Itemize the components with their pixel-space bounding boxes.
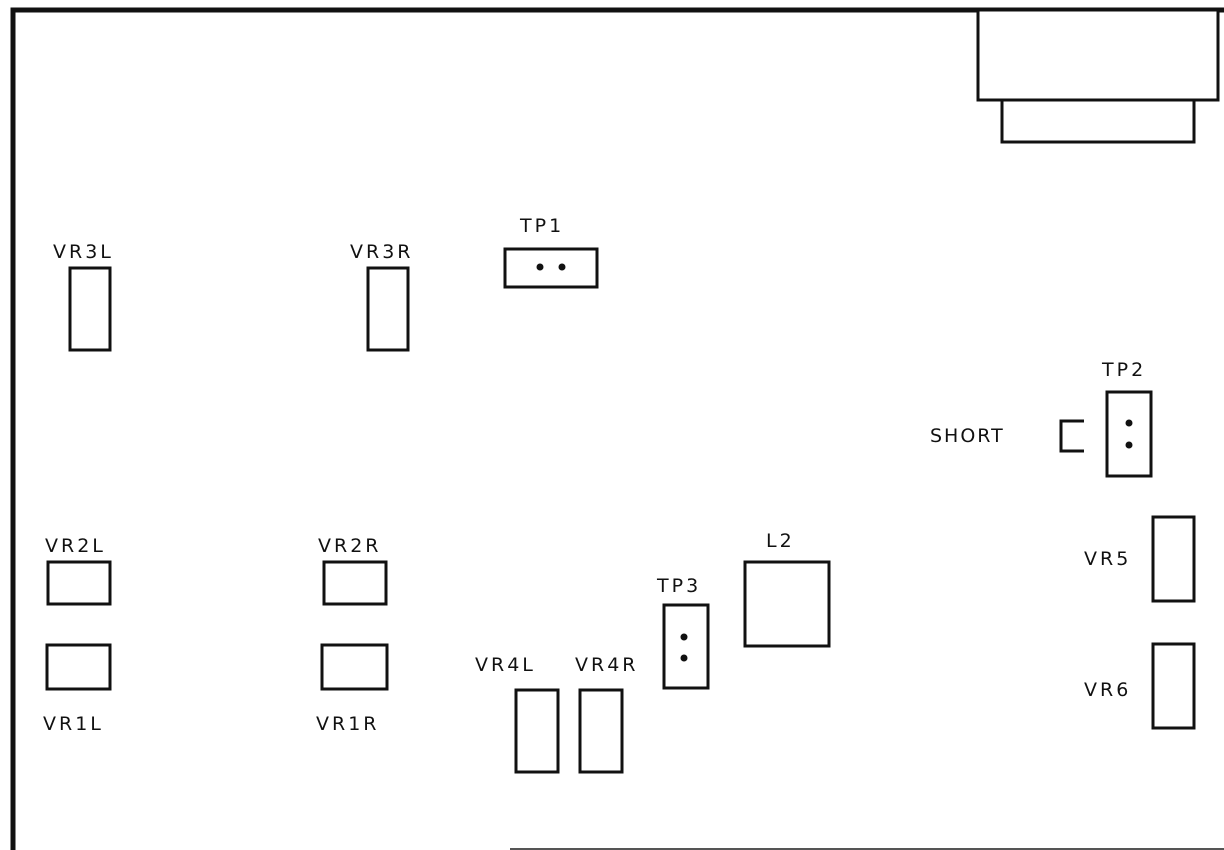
vr1r-trimmer bbox=[320, 643, 389, 691]
vr6-trimmer bbox=[1151, 642, 1196, 730]
l2-label: L2 bbox=[766, 530, 795, 552]
tp1-label: TP1 bbox=[519, 215, 564, 237]
board-outline bbox=[10, 7, 1224, 850]
connector-upper bbox=[976, 8, 1220, 102]
vr3l-label: VR3L bbox=[53, 241, 114, 263]
vr1r-label: VR1R bbox=[316, 713, 380, 735]
tp1-testpoint bbox=[503, 247, 599, 289]
tp2-testpoint bbox=[1105, 390, 1153, 478]
vr5-label: VR5 bbox=[1084, 548, 1131, 570]
vr4l-trimmer bbox=[514, 688, 560, 774]
vr4r-label: VR4R bbox=[575, 654, 639, 676]
tp3-pin-1 bbox=[680, 633, 688, 641]
vr4r-trimmer bbox=[578, 688, 624, 774]
short-label: SHORT bbox=[930, 425, 1005, 447]
tp3-label: TP3 bbox=[656, 575, 701, 597]
vr3l-trimmer bbox=[68, 266, 112, 352]
vr2l-trimmer bbox=[46, 560, 112, 606]
tp3-pin-2 bbox=[680, 654, 688, 662]
tp1-pin-2 bbox=[558, 263, 566, 271]
vr3r-label: VR3R bbox=[350, 241, 414, 263]
vr3r-trimmer bbox=[366, 266, 410, 352]
vr2r-label: VR2R bbox=[318, 535, 382, 557]
tp2-label: TP2 bbox=[1101, 359, 1146, 381]
vr1l-label: VR1L bbox=[43, 713, 104, 735]
tp2-pin-2 bbox=[1125, 441, 1133, 449]
vr1l-trimmer bbox=[45, 643, 112, 691]
connector-lower bbox=[1000, 98, 1196, 144]
tp1-pin-1 bbox=[536, 263, 544, 271]
tp3-testpoint bbox=[662, 603, 710, 690]
vr6-label: VR6 bbox=[1084, 679, 1131, 701]
vr2l-label: VR2L bbox=[45, 535, 106, 557]
l2-coil bbox=[743, 560, 831, 648]
tp2-pin-1 bbox=[1125, 419, 1133, 427]
vr2r-trimmer bbox=[322, 560, 388, 606]
vr4l-label: VR4L bbox=[475, 654, 536, 676]
short-jumper-bracket bbox=[1059, 419, 1084, 453]
vr5-trimmer bbox=[1151, 515, 1196, 603]
